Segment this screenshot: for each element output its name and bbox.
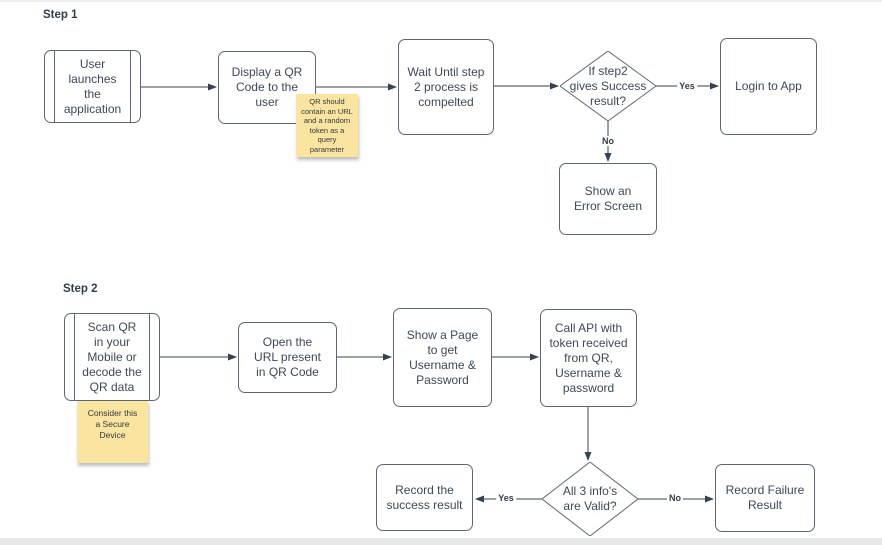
node-show-page-label: Show a Page to get Username & Password — [406, 327, 479, 387]
edge-label-yes-step1: Yes — [677, 81, 697, 91]
node-login-label: Login to App — [735, 79, 802, 93]
node-error-screen-label: Show an Error Screen — [573, 184, 643, 213]
step1-label: Step 1 — [43, 9, 78, 21]
edge-label-no-step2: No — [667, 493, 683, 503]
node-call-api[interactable]: Call API with token received from QR, Us… — [540, 309, 637, 407]
decision-step2-success-label: If step2 gives Success result? — [569, 63, 647, 108]
decision-step2-success[interactable]: If step2 gives Success result? — [560, 51, 656, 121]
node-record-success[interactable]: Record the success result — [376, 464, 473, 531]
edge-label-yes-step2: Yes — [496, 493, 516, 503]
canvas-bottom-edge — [0, 538, 882, 545]
sticky-note-secure-device[interactable]: Consider this a Secure Device — [77, 401, 148, 463]
node-call-api-label: Call API with token received from QR, Us… — [549, 320, 628, 395]
step2-label: Step 2 — [63, 283, 98, 295]
predefined-bar-left — [74, 314, 75, 400]
node-scan-qr[interactable]: Scan QR in your Mobile or decode the QR … — [64, 313, 160, 401]
node-wait-until-label: Wait Until step 2 process is compelted — [407, 64, 485, 109]
decision-all-info-valid-label: All 3 info's are Valid? — [562, 484, 618, 513]
node-user-launches-label: User launches the application — [63, 56, 122, 116]
node-open-url-label: Open the URL present in QR Code — [254, 335, 321, 379]
diamond-shape — [560, 51, 656, 121]
predefined-bar-left — [54, 51, 55, 122]
diamond-shape — [542, 462, 638, 536]
predefined-bar-right — [130, 51, 131, 122]
node-login-to-app[interactable]: Login to App — [720, 38, 817, 135]
canvas-top-edge — [0, 0, 882, 2]
decision-all-info-valid[interactable]: All 3 info's are Valid? — [542, 462, 638, 536]
node-scan-qr-label: Scan QR in your Mobile or decode the QR … — [82, 319, 142, 394]
predefined-bar-right — [149, 314, 150, 400]
node-show-page-credentials[interactable]: Show a Page to get Username & Password — [393, 308, 492, 407]
node-display-qr-code[interactable]: Display a QR Code to the user — [218, 51, 316, 124]
node-record-failure[interactable]: Record Failure Result — [715, 464, 815, 532]
node-open-url[interactable]: Open the URL present in QR Code — [238, 322, 337, 393]
node-wait-until-step2[interactable]: Wait Until step 2 process is compelted — [398, 39, 494, 135]
node-show-error-screen[interactable]: Show an Error Screen — [559, 163, 657, 235]
sticky-note-qr-url-token-text: QR should contain an URL and a random to… — [301, 97, 353, 154]
sticky-note-secure-device-text: Consider this a Secure Device — [87, 408, 138, 440]
edge-label-no-step1: No — [600, 136, 616, 146]
node-record-success-label: Record the success result — [386, 482, 463, 512]
sticky-note-qr-url-token[interactable]: QR should contain an URL and a random to… — [296, 94, 358, 157]
node-record-failure-label: Record Failure Result — [725, 483, 805, 512]
node-display-qr-label: Display a QR Code to the user — [231, 65, 303, 109]
node-user-launches-application[interactable]: User launches the application — [44, 50, 141, 123]
